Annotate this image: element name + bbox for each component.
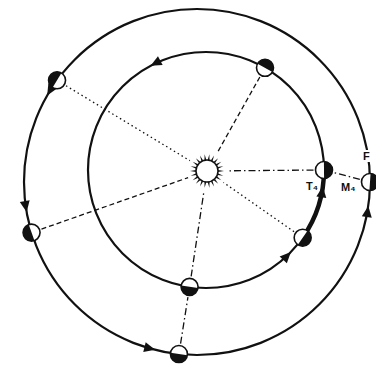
sight-line: [334, 173, 360, 180]
position-label: T₄: [305, 180, 319, 192]
earth-planet: [316, 162, 333, 179]
earth-planet-shadow: [324, 161, 333, 178]
mars-orbit: [24, 9, 370, 355]
orbit-arrowhead: [362, 206, 372, 218]
earth-planet: [181, 278, 198, 295]
sight-line: [181, 297, 188, 343]
earth-orbit: [88, 52, 324, 288]
position-label: M₄: [340, 181, 356, 193]
sight-line: [41, 178, 188, 229]
sight-line: [191, 191, 204, 277]
earth-planet: [257, 59, 274, 76]
sight-line: [227, 169, 314, 171]
orbit-arrowhead: [280, 252, 291, 263]
sun-ray: [218, 170, 224, 172]
position-label: F: [362, 150, 371, 162]
earth-planet-shadow: [258, 59, 274, 72]
mars-planet-shadow: [369, 174, 376, 191]
sight-line: [66, 86, 190, 161]
mars-planet-shadow: [170, 353, 187, 363]
mars-planet: [170, 346, 187, 363]
earth-planet-shadow: [298, 231, 311, 246]
earth-planet-shadow: [181, 286, 198, 296]
mars-planet: [49, 72, 66, 89]
sun-ray: [190, 170, 196, 172]
mars-planet-shadow: [49, 72, 62, 88]
earth-path-arc: [303, 170, 324, 238]
sight-line: [223, 182, 294, 231]
mars-planet-shadow: [23, 225, 34, 242]
orbit-arrowhead: [143, 342, 155, 352]
sun-symbol: [196, 160, 218, 182]
orbit-arrowhead: [151, 56, 163, 66]
mars-planet: [362, 174, 376, 191]
sight-line: [217, 77, 260, 154]
mars-planet: [23, 224, 40, 241]
orbit-arrowhead: [20, 200, 30, 212]
earth-planet: [294, 229, 311, 246]
